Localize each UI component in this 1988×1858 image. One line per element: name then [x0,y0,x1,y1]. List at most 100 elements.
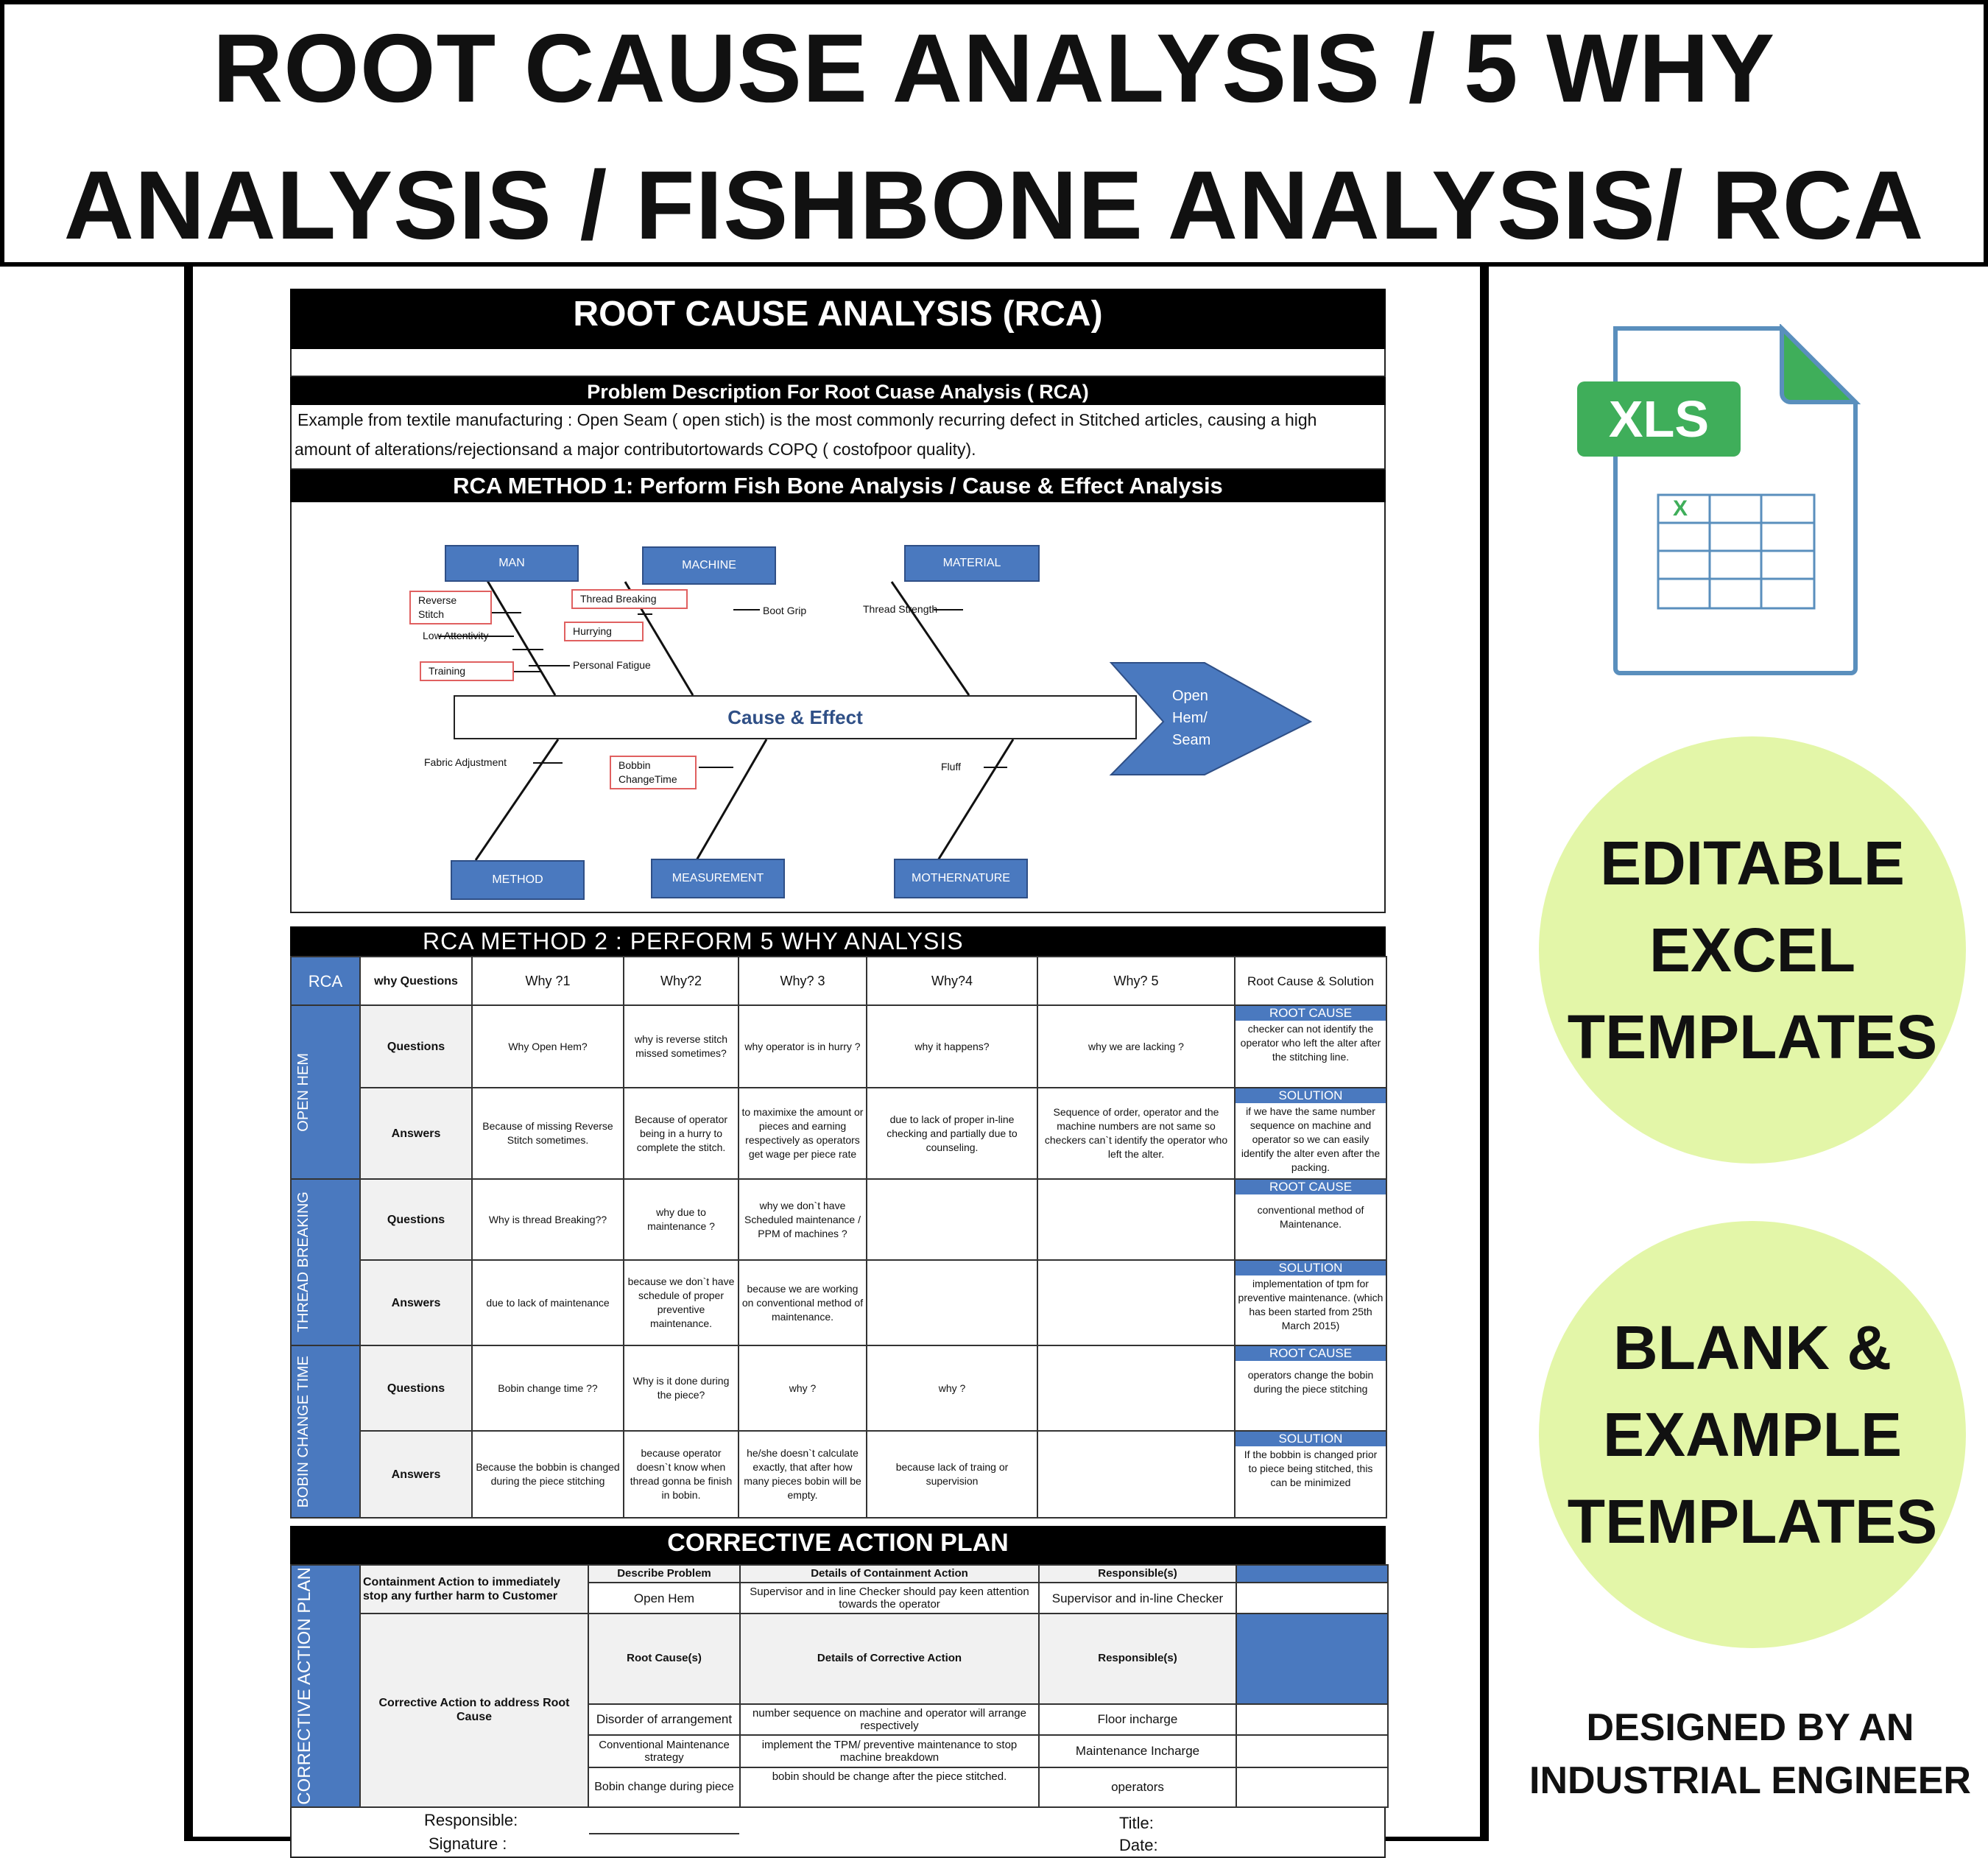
blank-example-badge: BLANK & EXAMPLE TEMPLATES [1539,1221,1966,1648]
group-label: OPEN HEM [295,1052,311,1132]
header-root-cause-solution: Root Cause & Solution [1234,956,1387,1006]
file-icon [1577,323,1861,675]
root-cause-value: Bobin change during piece [588,1766,741,1808]
designer-line-1: DESIGNED BY AN [1586,1706,1914,1749]
cell: he/she doesn`t calculate exactly, that a… [738,1430,867,1519]
problem-text-line-2: amount of alterations/rejectionsand a ma… [295,440,976,459]
fishbone-category-man: MAN [445,545,579,582]
root-cause-cell: ROOT CAUSE conventional method of Mainte… [1234,1178,1387,1261]
solution-label: SOLUTION [1236,1432,1385,1446]
cap-side-label-text: CORRECTIVE ACTION PLAN [295,1567,314,1805]
responsible-label: Responsible: [424,1810,518,1829]
editable-line-3: TEMPLATES [1567,1002,1938,1071]
group-open-hem: OPEN HEM [290,1004,361,1180]
row-label-answers: Answers [359,1430,473,1519]
row-label-questions: Questions [359,1178,473,1261]
root-cause-label: ROOT CAUSE [1236,1007,1385,1021]
header-why-1: Why ?1 [471,956,624,1006]
corrective-detail: number sequence on machine and operator … [739,1703,1040,1736]
cell: why ? [738,1345,867,1432]
header-why-questions: why Questions [359,956,473,1006]
root-cause-value: Conventional Maintenance strategy [588,1734,741,1768]
empty-cell [1236,1766,1389,1808]
cause-boot-grip: Boot Grip [763,605,807,616]
cell: why ? [866,1345,1038,1432]
cause-low-attentivity: Low Attentivity [423,630,489,641]
cell [1037,1345,1236,1432]
blank-line-3: TEMPLATES [1567,1487,1938,1556]
fishbone-diagram: MAN MACHINE MATERIAL METHOD MEASUREMENT … [290,502,1386,913]
cause-reverse-stitch-line-1: Reverse [418,594,457,606]
problem-value: Open Hem [588,1582,741,1614]
containment-label: Containment Action to immediately stop a… [359,1564,589,1614]
corrective-responsible: operators [1038,1766,1237,1808]
problem-description: Example from textile manufacturing : Ope… [290,405,1386,470]
cell: Why is thread Breaking?? [471,1178,624,1261]
row-label-questions: Questions [359,1004,473,1088]
editable-line-2: EXCEL [1649,915,1856,985]
cell: due to lack of proper in-line checking a… [866,1087,1038,1180]
header-why-5: Why? 5 [1037,956,1236,1006]
solution-label: SOLUTION [1236,1089,1385,1103]
banner-line-2: ANALYSIS / FISHBONE ANALYSIS/ RCA [63,151,1925,259]
title-banner: ROOT CAUSE ANALYSIS / 5 WHY ANALYSIS / F… [0,0,1988,267]
cell: Because of missing Reverse Stitch someti… [471,1087,624,1180]
empty-cell [1236,1703,1389,1736]
header-why-2: Why?2 [623,956,739,1006]
title-label: Title: [1119,1813,1154,1832]
effect-line-2: Hem/ [1172,710,1208,726]
cause-reverse-stitch-line-2: Stitch [418,608,445,620]
corrective-responsible: Floor incharge [1038,1703,1237,1736]
cell: Because of operator being in a hurry to … [623,1087,739,1180]
cell: Why is it done during the piece? [623,1345,739,1432]
root-cause-value: Disorder of arrangement [588,1703,741,1736]
empty-cell [1236,1734,1389,1768]
rca-sheet: ROOT CAUSE ANALYSIS (RCA) Problem Descri… [290,289,1389,1858]
solution-text: implementation of tpm for preventive mai… [1238,1278,1384,1331]
fishbone-spine: Cause & Effect [454,695,1137,739]
cell: why it happens? [866,1004,1038,1088]
cell: Sequence of order, operator and the mach… [1037,1087,1236,1180]
group-label: THREAD BREAKING [295,1192,311,1333]
row-label-answers: Answers [359,1087,473,1180]
date-label: Date: [1119,1835,1158,1854]
cause-reverse-stitch: Reverse Stitch [409,591,492,624]
blue-cell [1236,1564,1389,1583]
banner-line-1: ROOT CAUSE ANALYSIS / 5 WHY [212,14,1776,122]
cause-thread-strength: Thread Strength [863,603,938,615]
cell: because we are working on conventional m… [738,1259,867,1346]
responsible-head: Responsible(s) [1038,1613,1237,1705]
spacer [290,913,1386,926]
cause-bobbin-change-line-1: Bobbin [618,759,651,771]
method1-heading: RCA METHOD 1: Perform Fish Bone Analysis… [290,470,1386,502]
editable-badge: EDITABLE EXCEL TEMPLATES [1539,736,1966,1164]
empty-cell [1236,1582,1389,1614]
method2-heading: RCA METHOD 2 : PERFORM 5 WHY ANALYSIS [290,926,1386,956]
five-why-table: RCA why Questions Why ?1 Why?2 Why? 3 Wh… [290,956,1387,1519]
cell [866,1178,1038,1261]
solution-label: SOLUTION [1236,1261,1385,1275]
group-thread-breaking: THREAD BREAKING [290,1178,361,1346]
cell: Bobin change time ?? [471,1345,624,1432]
designer-line-2: INDUSTRIAL ENGINEER [1529,1759,1971,1802]
problem-text-line-1: Example from textile manufacturing : Ope… [297,410,1317,429]
details-containment-head: Details of Containment Action [739,1564,1040,1583]
cell [1037,1259,1236,1346]
containment-detail: Supervisor and in line Checker should pa… [739,1582,1040,1614]
cause-thread-breaking: Thread Breaking [571,589,688,609]
solution-text: if we have the same number sequence on m… [1241,1105,1381,1173]
corrective-responsible: Maintenance Incharge [1038,1734,1237,1768]
fishbone-effect: Open Hem/ Seam [1172,685,1238,751]
solution-cell: SOLUTION implementation of tpm for preve… [1234,1259,1387,1346]
solution-cell: SOLUTION If the bobbin is changed prior … [1234,1430,1387,1519]
cap-heading: CORRECTIVE ACTION PLAN [290,1526,1386,1564]
cell: why we don`t have Scheduled maintenance … [738,1178,867,1261]
details-corrective-head: Details of Corrective Action [739,1613,1040,1705]
cause-fabric-adjustment: Fabric Adjustment [424,756,507,768]
root-cause-cell: ROOT CAUSE checker can not identify the … [1234,1004,1387,1088]
fishbone-category-measurement: MEASUREMENT [651,859,785,898]
cell: because operator doesn`t know when threa… [623,1430,739,1519]
fishbone-category-mothernature: MOTHERNATURE [894,859,1028,898]
cell: to maximixe the amount or pieces and ear… [738,1087,867,1180]
containment-responsible: Supervisor and in-line Checker [1038,1582,1237,1614]
